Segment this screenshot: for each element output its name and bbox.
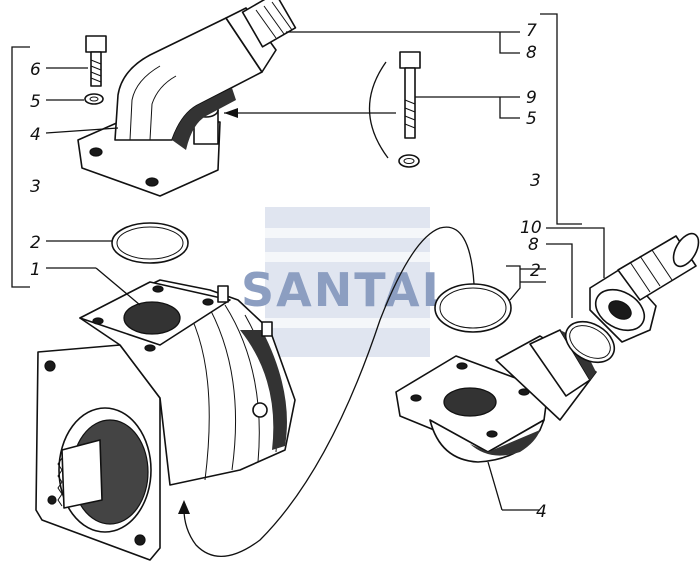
fitting-10	[589, 232, 700, 343]
label-4-top: 4	[30, 125, 41, 145]
label-10: 10	[520, 218, 542, 238]
outlet-4-bottom	[395, 329, 597, 463]
label-7: 7	[526, 21, 537, 41]
bolt-path-arc	[368, 61, 389, 159]
label-2-right: 2	[530, 261, 541, 281]
right-bracket-3	[540, 13, 582, 225]
o-ring-2-right	[434, 283, 512, 333]
seal-ring-8	[564, 320, 616, 364]
label-6: 6	[30, 60, 41, 80]
label-8-top: 8	[526, 43, 537, 63]
leader-lines	[45, 31, 605, 511]
left-bracket-3	[11, 46, 30, 288]
label-3-left: 3	[30, 177, 41, 197]
watermark-text: SANTAL	[241, 263, 453, 317]
label-8-bottom: 8	[528, 235, 539, 255]
santal-watermark: SANTAL	[241, 207, 453, 357]
washer-5-right	[398, 154, 420, 168]
o-ring-2-left	[111, 222, 189, 264]
bolt-9	[399, 51, 421, 139]
label-9: 9	[526, 88, 537, 108]
label-5-right: 5	[526, 109, 537, 129]
washer-5-left	[84, 93, 104, 105]
label-3-right: 3	[530, 171, 541, 191]
label-5-left: 5	[30, 92, 41, 112]
assembly-path-arrow	[178, 226, 475, 558]
callout-labels: 6 5 4 3 2 1 7 8 9 5 3 10 8 2 4	[30, 21, 547, 522]
bolt-arrow	[224, 108, 396, 118]
elbow-outlet-4-top	[77, 0, 297, 197]
pump-body-1	[35, 279, 296, 561]
bolt-6	[85, 35, 107, 87]
label-2-left: 2	[30, 233, 41, 253]
label-4-bottom: 4	[536, 502, 547, 522]
label-1: 1	[30, 260, 41, 280]
